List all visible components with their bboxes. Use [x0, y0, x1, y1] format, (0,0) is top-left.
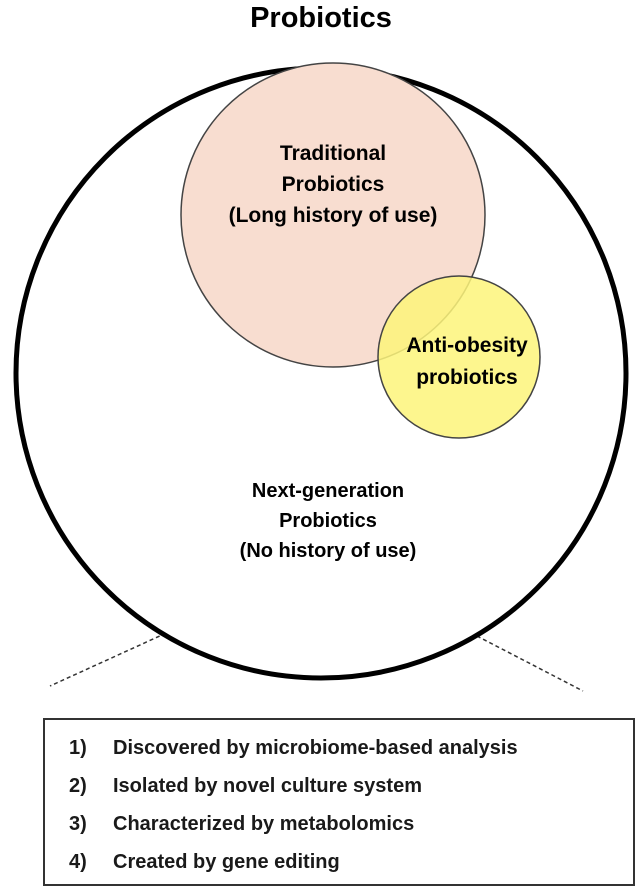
method-item: 2) Isolated by novel culture system: [69, 775, 422, 798]
anti-obesity-label-line1: Anti-obesity: [406, 334, 528, 357]
title: Probiotics: [250, 2, 392, 34]
traditional-label-line1: Traditional: [280, 142, 386, 165]
next-gen-label-line1: Next-generation: [252, 480, 404, 502]
method-number: 4): [69, 851, 87, 873]
traditional-label-line2: Probiotics: [282, 173, 385, 196]
methods-box: 1) Discovered by microbiome-based analysi…: [43, 718, 635, 886]
method-label: Discovered by microbiome-based analysis: [113, 737, 518, 759]
method-label: Isolated by novel culture system: [113, 775, 422, 797]
method-number: 3): [69, 813, 87, 835]
method-number: 2): [69, 775, 87, 797]
next-gen-label-line3: (No history of use): [240, 540, 417, 562]
anti-obesity-circle: [377, 275, 541, 439]
traditional-label-line3: (Long history of use): [229, 204, 438, 227]
next-gen-label-line2: Probiotics: [279, 510, 377, 532]
method-number: 1): [69, 737, 87, 759]
method-item: 1) Discovered by microbiome-based analysi…: [69, 737, 518, 760]
anti-obesity-label-line2: probiotics: [416, 366, 518, 389]
method-label: Created by gene editing: [113, 851, 340, 873]
traditional-probiotics-circle: [180, 62, 486, 368]
method-label: Characterized by metabolomics: [113, 813, 415, 835]
method-item: 3) Characterized by metabolomics: [69, 813, 414, 836]
method-item: 4) Created by gene editing: [69, 851, 340, 874]
